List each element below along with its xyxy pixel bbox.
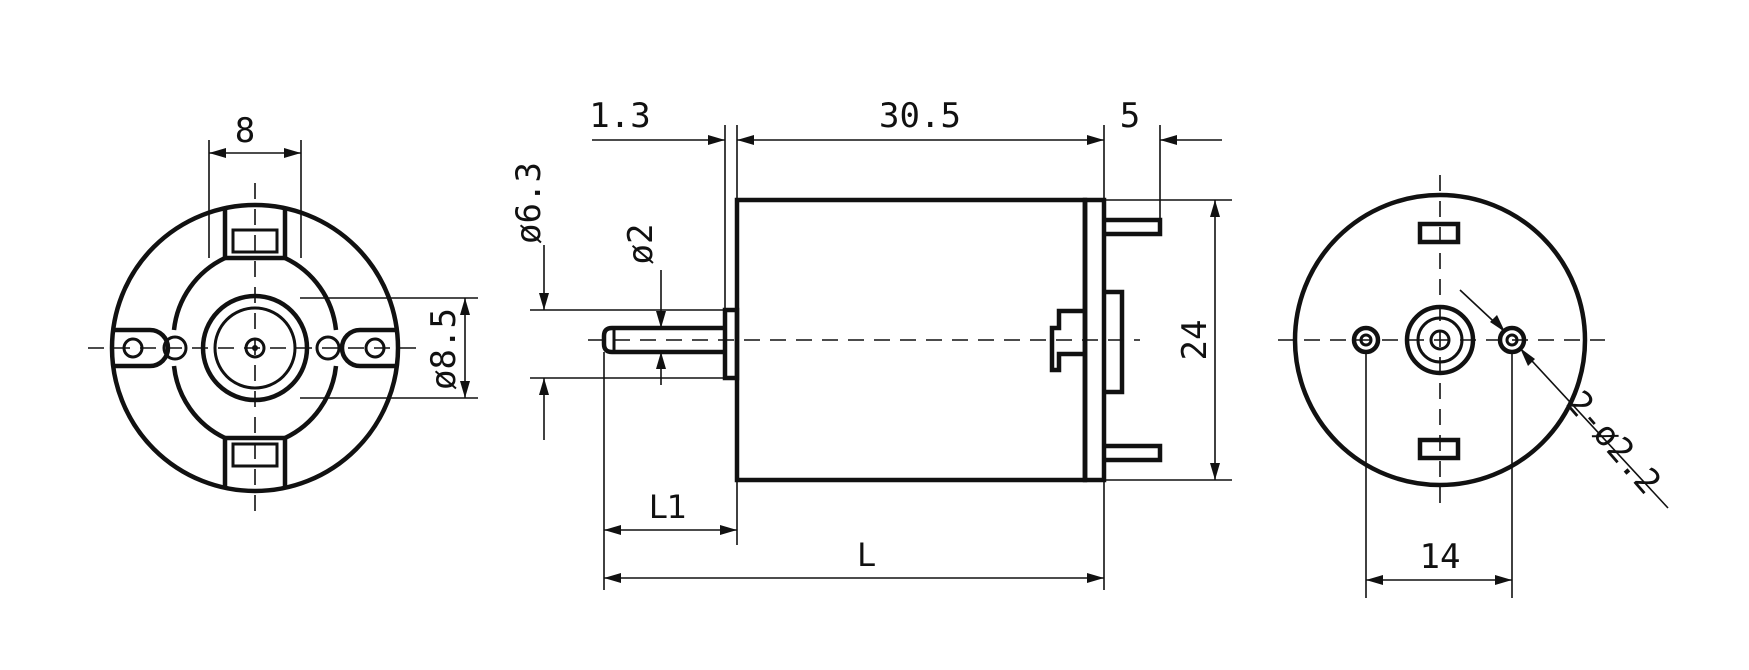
side-view: 1.3 30.5 5 ø6.3 ø2 24: [509, 96, 1232, 590]
dimL-arrow-right: [1087, 573, 1104, 583]
dim-hole-spacing: 14: [1420, 537, 1461, 577]
rear-outer-circle: [1292, 192, 1588, 488]
front-inner-ring-right-low: [284, 365, 339, 441]
dim305-arrow-left: [737, 135, 754, 145]
front-top-tab-slot: [231, 228, 279, 254]
dimL-arrow-left: [604, 573, 621, 583]
dimL1-arrow-left: [604, 525, 621, 535]
front-boss-inner: [213, 306, 297, 390]
dim63-arrow-top: [539, 293, 549, 310]
dim-L: L: [857, 536, 875, 574]
rear-terminal-top: [1417, 221, 1461, 245]
terminal-bottom: [1104, 443, 1163, 463]
dim-shaft-dia: ø2: [621, 224, 661, 265]
front-inner-ring-left: [171, 255, 226, 331]
dim-boss-dia: ø6.3: [509, 162, 549, 244]
dim13-arrow: [708, 135, 725, 145]
front-inner-ring-left-low: [171, 365, 226, 441]
front-outer-circle: [109, 202, 401, 494]
dim-body-length: 30.5: [879, 96, 961, 136]
rear-terminal-bottom: [1417, 437, 1461, 461]
dim-L1: L1: [649, 488, 687, 526]
dimL1-arrow-right: [720, 525, 737, 535]
dim-holes: 2-ø2.2: [1558, 383, 1669, 502]
dim8-arrow-right: [284, 148, 301, 158]
holes-leader-out: [1519, 347, 1669, 509]
front-right-tab: [339, 327, 397, 369]
dim24-arrow-top: [1210, 200, 1220, 217]
dim63-arrow-bottom: [539, 378, 549, 395]
dim8-arrow-left: [209, 148, 226, 158]
front-bottom-tab-slot: [231, 442, 279, 468]
dim14-arrow-right: [1495, 575, 1512, 585]
front-right-hole: [315, 335, 341, 361]
front-view: 8 ø8.5: [88, 111, 478, 512]
dim-terminal-length: 5: [1120, 96, 1140, 136]
dim-shaft-offset: 1.3: [589, 96, 650, 136]
dim24-arrow-bottom: [1210, 463, 1220, 480]
dim14-arrow-left: [1366, 575, 1383, 585]
front-left-hole: [162, 335, 188, 361]
dim5-arrow: [1160, 135, 1177, 145]
rear-view: 14 2-ø2.2: [1278, 175, 1669, 598]
holes-leader-arrow-out: [1520, 348, 1535, 366]
dim-front-width: 8: [235, 111, 255, 151]
front-boss: [722, 307, 740, 381]
front-inner-ring-right: [284, 255, 339, 331]
dim-body-dia: 24: [1175, 320, 1215, 361]
dim85-arrow-bottom: [460, 381, 470, 398]
dim305-arrow-right: [1087, 135, 1104, 145]
front-bottom-tab: [222, 435, 288, 486]
dim2-arrow-top: [656, 311, 666, 328]
front-top-tab: [222, 210, 288, 261]
terminal-top: [1104, 217, 1163, 237]
dim-front-dia: ø8.5: [424, 308, 464, 390]
holes-leader-arrow-in: [1490, 315, 1505, 332]
rear-bearing: [1049, 308, 1085, 373]
rear-bracket: [1104, 289, 1125, 395]
dim2-arrow-bottom: [656, 352, 666, 369]
dim85-arrow-top: [460, 298, 470, 315]
